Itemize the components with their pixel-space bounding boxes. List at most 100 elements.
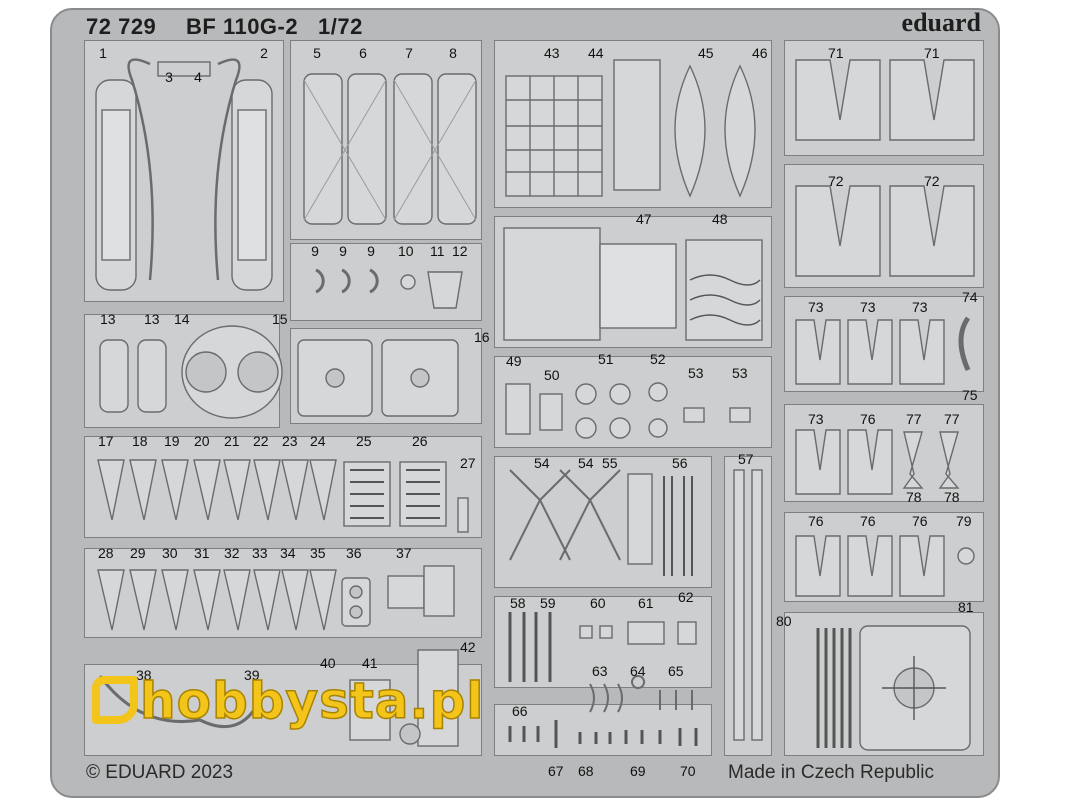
part-number: 1 — [99, 45, 107, 61]
part-number: 73 — [912, 299, 928, 315]
part-number: 9 — [339, 243, 347, 259]
part-number: 80 — [776, 613, 792, 629]
v-part-72a — [795, 185, 881, 277]
part-number: 10 — [398, 243, 414, 259]
part-number: 76 — [860, 411, 876, 427]
part-number: 45 — [698, 45, 714, 61]
v-part-72b — [889, 185, 975, 277]
part-number: 4 — [194, 69, 202, 85]
part-number: 57 — [738, 451, 754, 467]
part-number: 77 — [944, 411, 960, 427]
part-number: 13 — [100, 311, 116, 327]
part-44 — [613, 59, 661, 191]
part-number: 34 — [280, 545, 296, 561]
part-40-41 — [349, 679, 391, 741]
part-50 — [539, 393, 563, 431]
part-number: 18 — [132, 433, 148, 449]
part-number: 15 — [272, 311, 288, 327]
part-number: 56 — [672, 455, 688, 471]
part-62 — [677, 621, 697, 645]
part-number: 13 — [144, 311, 160, 327]
part-number: 17 — [98, 433, 114, 449]
grille-part-8 — [437, 73, 477, 225]
part-number: 75 — [962, 387, 978, 403]
panel-part-13a — [99, 339, 129, 413]
ring-part-10 — [400, 274, 416, 290]
part-number: 74 — [962, 289, 978, 305]
panel-58-65 — [494, 596, 712, 688]
part-number: 32 — [224, 545, 240, 561]
part-number: 72 — [828, 173, 844, 189]
part-number: 71 — [828, 45, 844, 61]
part-number: 54 — [534, 455, 550, 471]
part-number: 63 — [592, 663, 608, 679]
triangle-parts-17-24 — [97, 459, 337, 521]
triangle-parts-28-35 — [97, 569, 337, 631]
grille-part-7 — [393, 73, 433, 225]
part-number: 41 — [362, 655, 378, 671]
part-number: 51 — [598, 351, 614, 367]
part-number: 24 — [310, 433, 326, 449]
part-number: 66 — [512, 703, 528, 719]
part-number: 60 — [590, 595, 606, 611]
part-number: 61 — [638, 595, 654, 611]
panel-66-70 — [494, 704, 712, 756]
part-number: 28 — [98, 545, 114, 561]
brand-logo: eduard — [901, 8, 981, 37]
part-number: 40 — [320, 655, 336, 671]
v-part-71b — [889, 59, 975, 141]
v-part-71a — [795, 59, 881, 141]
part-number: 30 — [162, 545, 178, 561]
part-number: 53 — [732, 365, 748, 381]
part-number: 76 — [808, 513, 824, 529]
part-number: 79 — [956, 513, 972, 529]
part-number: 58 — [510, 595, 526, 611]
strip-part-57b — [751, 469, 763, 741]
watermark-logo-icon — [92, 676, 138, 724]
part-79 — [957, 547, 975, 565]
part-number: 26 — [412, 433, 428, 449]
part-49 — [505, 383, 531, 435]
part-number: 25 — [356, 433, 372, 449]
part-number: 73 — [808, 299, 824, 315]
panel-part-13b — [137, 339, 167, 413]
set-code: 72 729 — [86, 14, 157, 39]
part-number: 47 — [636, 211, 652, 227]
part-number: 81 — [958, 599, 974, 615]
panel-54-56 — [494, 456, 712, 588]
part-number: 2 — [260, 45, 268, 61]
v-parts-73 — [795, 319, 945, 385]
part-number: 9 — [367, 243, 375, 259]
part-number: 54 — [578, 455, 594, 471]
part-number: 71 — [924, 45, 940, 61]
part-42 — [417, 649, 459, 747]
part-52 — [648, 382, 668, 402]
part-number: 8 — [449, 45, 457, 61]
grille-part-5 — [303, 73, 343, 225]
set-scale: 1/72 — [318, 14, 363, 39]
part-number: 19 — [164, 433, 180, 449]
part-number: 72 — [924, 173, 940, 189]
part-number: 27 — [460, 455, 476, 471]
part-number: 50 — [544, 367, 560, 383]
part-number: 16 — [474, 329, 490, 345]
frame-parts-54 — [509, 469, 621, 561]
part-number: 5 — [313, 45, 321, 61]
origin-text: Made in Czech Republic — [728, 762, 934, 783]
part-number: 31 — [194, 545, 210, 561]
spring-part-56 — [663, 476, 693, 576]
part-47 — [503, 227, 601, 341]
part-number: 38 — [136, 667, 152, 683]
part-61 — [627, 621, 665, 645]
part-number: 12 — [452, 243, 468, 259]
part-number: 42 — [460, 639, 476, 655]
part-number: 39 — [244, 667, 260, 683]
v-parts-73-76 — [795, 429, 893, 495]
part-number: 73 — [860, 299, 876, 315]
part-number: 33 — [252, 545, 268, 561]
part-number: 77 — [906, 411, 922, 427]
part-number: 49 — [506, 353, 522, 369]
part-number: 44 — [588, 45, 604, 61]
part-55 — [627, 473, 653, 565]
